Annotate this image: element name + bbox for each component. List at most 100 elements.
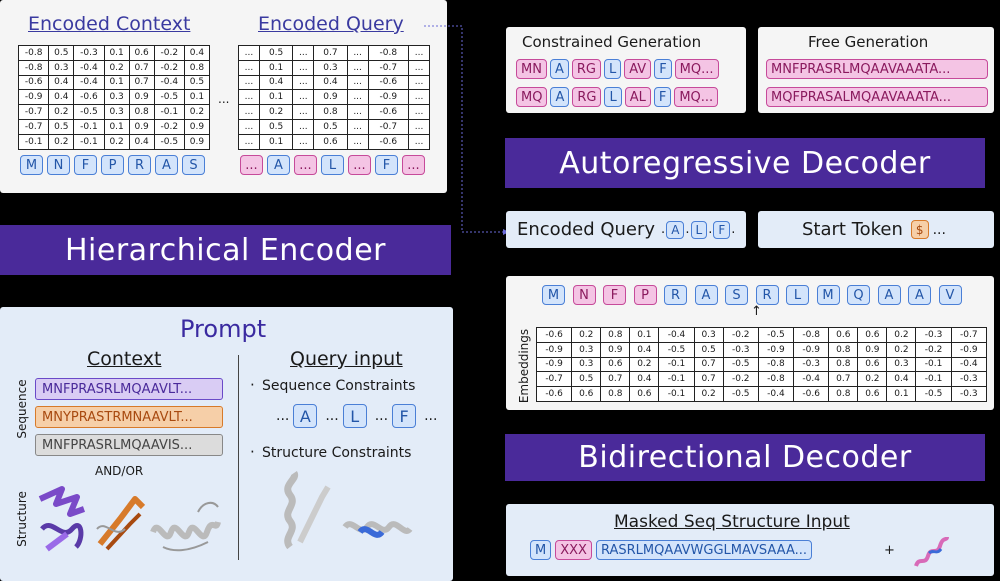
- and-or-label: AND/OR: [95, 464, 144, 478]
- generated-token: AL: [624, 87, 651, 107]
- query-cell: -0.7: [367, 118, 410, 135]
- matrix-row: ...0.1...0.9...-0.9...: [238, 89, 430, 106]
- query-cell: 0.4: [258, 74, 294, 91]
- query-cell: -0.6: [367, 74, 410, 91]
- embedding-cell: 0.2: [629, 356, 660, 373]
- embedding-cell: 0.7: [828, 371, 859, 388]
- embedding-cell: 0.3: [571, 341, 602, 358]
- embedding-token: N: [572, 285, 596, 305]
- encoded-query-tokens: .A.L.F.: [661, 220, 735, 239]
- context-cell: -0.4: [73, 74, 105, 91]
- embedding-cell: -0.9: [535, 341, 573, 358]
- context-cell: -0.9: [17, 89, 50, 106]
- dot: .: [708, 222, 713, 237]
- embedding-cell: -0.5: [722, 356, 759, 373]
- query-cell: ...: [346, 89, 369, 106]
- embedding-cell: -0.1: [915, 356, 952, 373]
- query-cell: ...: [238, 89, 260, 106]
- structure-constraints-label: Structure Constraints: [262, 445, 412, 461]
- query-cell: ...: [408, 118, 430, 135]
- context-token: N: [47, 155, 70, 175]
- vertical-divider: [238, 355, 239, 560]
- embedding-cell: -0.2: [915, 341, 952, 358]
- generated-token: MQ...: [674, 59, 719, 79]
- query-cell: -0.6: [367, 133, 410, 150]
- context-cell: 0.3: [48, 59, 75, 76]
- query-cell: ...: [408, 59, 430, 76]
- embedding-cell: -0.9: [757, 341, 795, 358]
- constrained-generation-title: Constrained Generation: [522, 33, 702, 51]
- context-heading: Context: [87, 348, 162, 370]
- embedding-cell: -0.7: [950, 327, 988, 343]
- context-cell: -0.1: [153, 104, 185, 120]
- embedding-cell: 0.4: [886, 371, 917, 388]
- context-cell: -0.5: [73, 104, 105, 120]
- context-cell: -0.6: [17, 74, 50, 91]
- embedding-cell: 0.6: [828, 327, 859, 343]
- embedding-token: M: [542, 285, 565, 305]
- embedding-cell: -0.3: [950, 371, 988, 388]
- embedding-cell: -0.8: [793, 327, 830, 343]
- generated-token: RG: [571, 59, 601, 79]
- embedding-cell: 0.3: [693, 327, 724, 343]
- query-cell: -0.9: [367, 89, 410, 106]
- embedding-token: R: [755, 285, 779, 305]
- generated-token: MN: [516, 59, 547, 79]
- generated-token: MQ: [516, 87, 548, 107]
- context-cell: -0.8: [17, 59, 50, 76]
- embedding-cell: -0.3: [722, 341, 759, 358]
- bidirectional-decoder-banner: Bidirectional Decoder: [505, 434, 985, 481]
- encoded-query-title: Encoded Query: [258, 13, 404, 35]
- context-cell: 0.9: [128, 89, 155, 106]
- matrix-row: ...0.5...0.7...-0.8...: [238, 45, 430, 61]
- generated-token: L: [604, 87, 622, 107]
- embedding-cell: 0.2: [886, 327, 917, 343]
- embedding-cell: 0.6: [857, 327, 888, 343]
- query-token: L: [321, 155, 344, 175]
- context-cell: 0.7: [128, 59, 155, 76]
- query-token: ...: [402, 155, 425, 175]
- autoregressive-decoder-banner: Autoregressive Decoder: [505, 138, 985, 188]
- query-cell: ...: [292, 74, 315, 91]
- context-cell: 0.1: [103, 45, 130, 61]
- free-generation-panel: Free Generation MNFPRASRLMQAAVAAATA... M…: [758, 27, 994, 113]
- masked-token: XXX: [555, 540, 592, 560]
- encoded-query-token: L: [690, 220, 708, 239]
- embedding-cell: 0.8: [600, 386, 631, 402]
- context-cell: 0.4: [128, 133, 155, 150]
- constraint-token: F: [392, 404, 417, 428]
- query-cell: ...: [346, 133, 369, 150]
- embedding-cell: -0.9: [535, 356, 573, 373]
- embedding-cell: -0.4: [757, 386, 795, 402]
- embedding-cell: 0.3: [886, 356, 917, 373]
- context-cell: 0.8: [183, 59, 211, 76]
- matrix-row: ...0.5...0.5...-0.7...: [238, 118, 430, 135]
- query-cell: ...: [238, 74, 260, 91]
- ellipsis: ...: [276, 408, 290, 424]
- start-token-ellipsis: ...: [932, 221, 946, 238]
- embedding-token: A: [877, 285, 901, 305]
- embedding-arrow: ↑: [751, 304, 762, 319]
- protein-structure-orange: [96, 496, 146, 551]
- query-cell: 0.8: [313, 104, 348, 120]
- embedding-token: Q: [847, 285, 870, 305]
- constraint-token: L: [342, 404, 367, 428]
- generated-token: RG: [572, 87, 602, 107]
- context-cell: 0.3: [103, 104, 130, 120]
- query-cell: ...: [346, 45, 369, 61]
- embedding-cell: 0.2: [857, 371, 888, 388]
- dot: .: [661, 222, 666, 237]
- embedding-cell: 0.4: [629, 341, 660, 358]
- context-token: A: [155, 155, 178, 175]
- embedding-cell: -0.5: [658, 341, 695, 358]
- ellipsis: ...: [424, 408, 438, 424]
- query-cell: 0.4: [313, 74, 348, 91]
- embedding-token: V: [938, 285, 962, 305]
- embedding-cell: -0.5: [722, 386, 759, 402]
